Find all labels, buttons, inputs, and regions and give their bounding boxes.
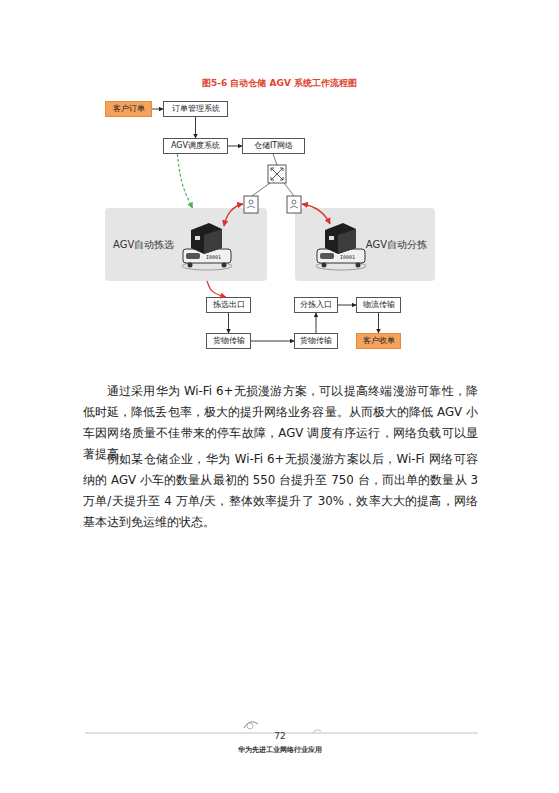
- robot-tag: I0001: [340, 254, 362, 260]
- zone-band: AGV自动拣选: [105, 208, 267, 281]
- flow-arrow: [316, 313, 317, 333]
- flow-arrow: [177, 154, 192, 208]
- node-text: 拣选出口: [213, 301, 245, 310]
- node-text: 仓储IT网络: [254, 142, 293, 151]
- network-wire: [284, 183, 294, 196]
- node-text: 物流传输: [363, 301, 395, 310]
- flow-arrow: [251, 341, 294, 342]
- zone-band: AGV自动分拣: [295, 208, 435, 281]
- process-box: 订单管理系统: [163, 101, 228, 117]
- node-text: AGV自动拣选: [113, 238, 174, 252]
- page-number: 72: [230, 731, 330, 741]
- robot-tag: I0001: [206, 254, 228, 260]
- process-box: 物流传输: [356, 297, 401, 313]
- start-box: 客户订单: [105, 101, 152, 117]
- node-text: 货物传输: [300, 337, 332, 346]
- end-box: 客户收单: [356, 333, 401, 349]
- process-box: 拣选出口: [206, 297, 251, 313]
- footer-text: 华为先进工业网络行业应用: [180, 745, 380, 755]
- process-box: 分拣入口: [294, 297, 338, 313]
- node-text: 订单管理系统: [172, 105, 220, 114]
- process-box: 货物传输: [206, 333, 251, 349]
- flow-arrow: [378, 313, 379, 333]
- process-box: 仓储IT网络: [242, 138, 305, 154]
- network-wire: [252, 183, 270, 196]
- body-paragraph: 例如某仓储企业，华为 Wi-Fi 6+无损漫游方案以后，Wi-Fi 网络可容纳的…: [83, 449, 478, 533]
- node-text: 客户订单: [113, 105, 145, 114]
- flow-arrow: [228, 146, 242, 147]
- node-text: AGV自动分拣: [366, 238, 427, 252]
- process-box: AGV调度系统: [163, 138, 228, 154]
- figure-title: 图5-6 自动仓储 AGV 系统工作流程图: [0, 77, 559, 90]
- flow-arrow: [152, 109, 163, 110]
- flow-arrow: [228, 313, 229, 333]
- switch-symbol: [268, 165, 286, 183]
- process-box: 货物传输: [294, 333, 338, 349]
- flow-arrow: [207, 281, 226, 297]
- flow-arrow: [195, 117, 196, 138]
- network-wire: [273, 154, 277, 165]
- flow-arrow: [338, 305, 356, 306]
- node-text: 客户收单: [363, 337, 395, 346]
- node-text: 分拣入口: [300, 301, 332, 310]
- node-text: 货物传输: [213, 337, 245, 346]
- node-text: AGV调度系统: [171, 142, 220, 151]
